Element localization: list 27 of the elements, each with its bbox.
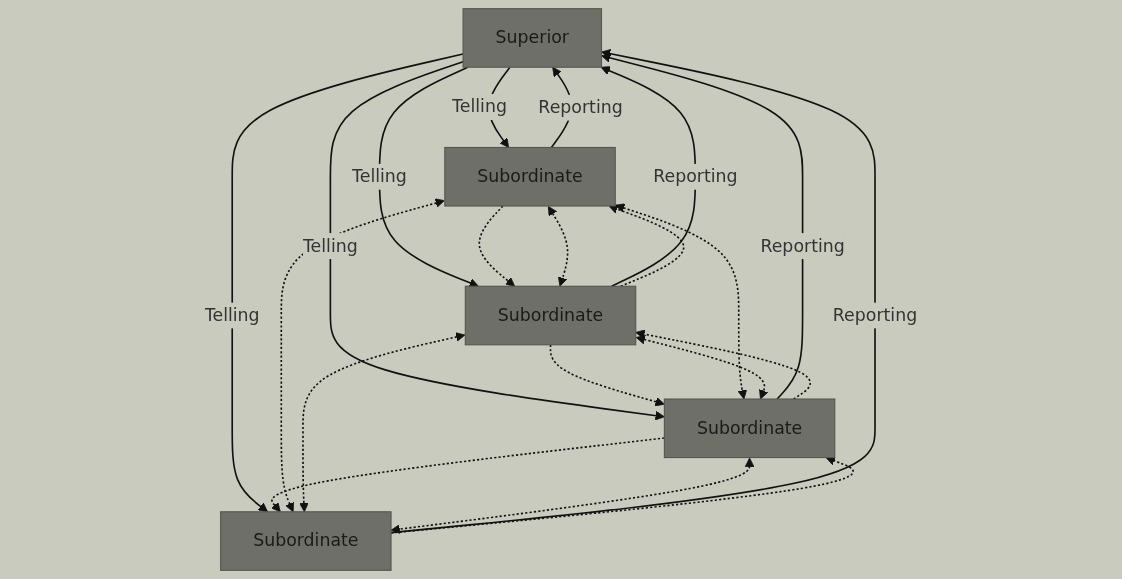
arrow xyxy=(549,344,665,407)
edge-label: Reporting xyxy=(760,235,845,256)
edge-label: Reporting xyxy=(653,165,738,187)
arrow xyxy=(547,205,569,287)
node-box: Subordinate xyxy=(464,285,637,346)
node-box: Subordinate xyxy=(444,146,616,207)
arrow xyxy=(478,205,516,287)
arrow xyxy=(635,329,811,400)
arrow xyxy=(299,332,466,513)
edge-label: Telling xyxy=(204,304,260,326)
arrow xyxy=(600,66,697,288)
arrow xyxy=(329,60,665,421)
edge-label: Telling xyxy=(352,165,407,187)
arrow xyxy=(601,53,804,400)
edge-label: Reporting xyxy=(538,96,623,118)
edge-label: Telling xyxy=(302,235,358,256)
node-box: Subordinate xyxy=(220,511,392,571)
arrow xyxy=(615,203,747,400)
edge-label: Telling xyxy=(452,96,507,117)
arrow xyxy=(378,66,479,288)
arrow xyxy=(231,53,464,513)
arrow xyxy=(280,198,445,513)
arrow xyxy=(608,204,685,288)
edge-label: Reporting xyxy=(832,304,918,326)
node-box: Superior xyxy=(462,8,603,68)
arrow xyxy=(635,334,769,400)
node-box: Subordinate xyxy=(663,398,836,459)
